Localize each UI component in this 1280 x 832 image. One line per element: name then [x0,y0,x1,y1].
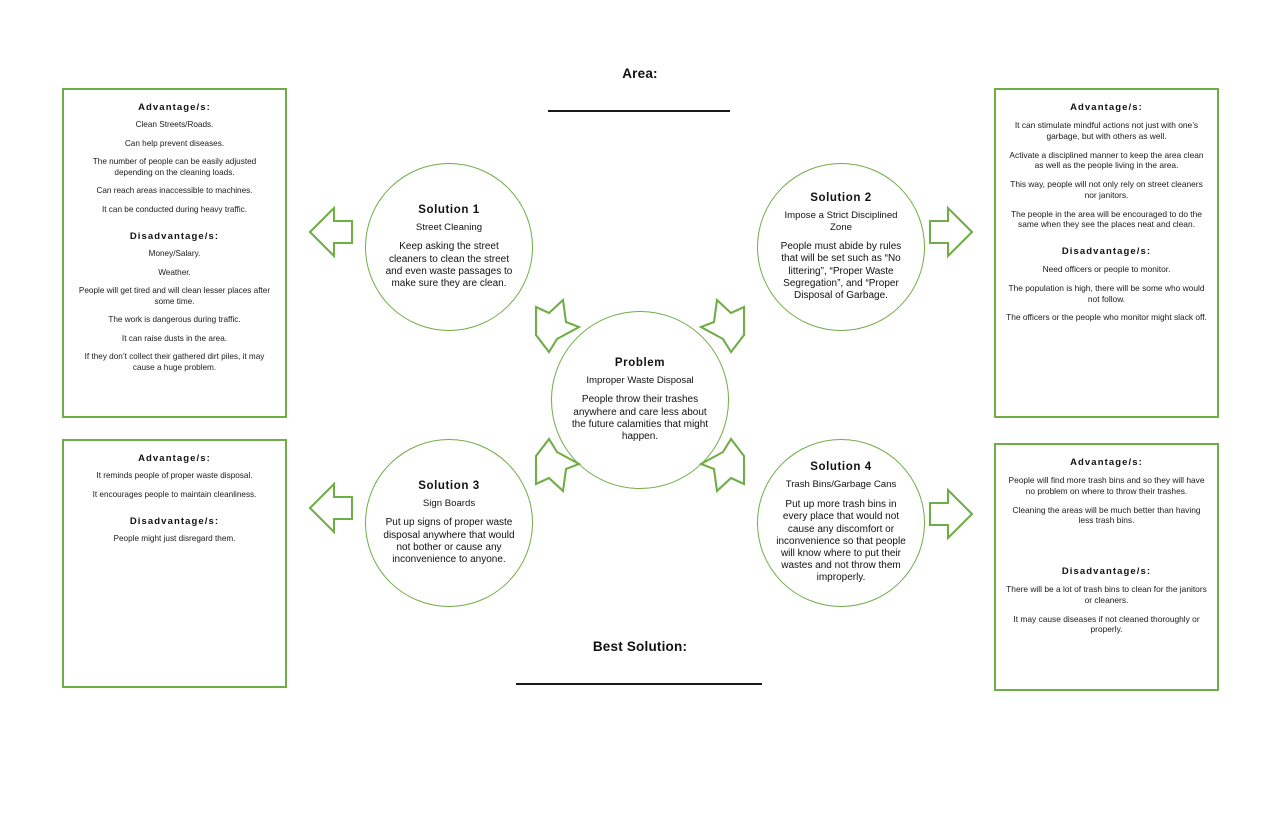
solution-2-subtitle: Impose a Strict Disciplined Zone [784,209,898,233]
disadvantages-heading: Disadvantage/s: [129,231,220,242]
solution-4-title: Solution 4 [810,461,872,474]
advantages-heading: Advantage/s: [138,102,211,113]
panel-solution-3-pros-cons[interactable]: Advantage/s: It reminds people of proper… [62,439,287,688]
advantage-item: Cleaning the areas will be much better t… [1012,504,1201,526]
disadvantage-item: Money/Salary. [148,249,201,258]
arrow-solution1-to-box1 [308,205,354,259]
panel-solution-1-pros-cons[interactable]: Advantage/s: Clean Streets/Roads. Can he… [62,88,287,418]
advantages-heading: Advantage/s: [138,453,211,464]
disadvantage-item: People might just disregard them. [113,534,236,543]
solution-4-subtitle: Trash Bins/Garbage Cans [785,479,897,491]
advantages-heading: Advantage/s: [1070,102,1143,113]
disadvantage-item: People will get tired and will clean les… [78,286,271,306]
advantage-item: It reminds people of proper waste dispos… [96,471,253,480]
disadvantage-item: It can raise dusts in the area. [121,333,228,343]
circle-solution-4[interactable]: Solution 4 Trash Bins/Garbage Cans Put u… [757,439,925,607]
advantage-item: It can be conducted during heavy traffic… [101,204,248,214]
advantages-heading: Advantage/s: [1070,457,1143,468]
disadvantage-item: Weather. [158,267,191,277]
advantage-item: Clean Streets/Roads. [135,120,214,129]
panel-solution-2-pros-cons[interactable]: Advantage/s: It can stimulate mindful ac… [994,88,1219,418]
advantage-item: It encourages people to maintain cleanli… [92,489,257,499]
circle-solution-3[interactable]: Solution 3 Sign Boards Put up signs of p… [365,439,533,607]
disadvantages-heading: Disadvantage/s: [1061,246,1152,257]
disadvantage-item: It may cause diseases if not cleaned tho… [1013,613,1200,635]
advantage-item: Activate a disciplined manner to keep th… [1009,149,1204,171]
area-blank-line[interactable] [548,110,730,112]
advantage-item: Can reach areas inaccessible to machines… [96,186,253,195]
disadvantages-heading: Disadvantage/s: [1061,566,1152,577]
advantage-item: The number of people can be easily adjus… [92,157,257,177]
solution-3-body: Put up signs of proper waste disposal an… [383,517,515,566]
disadvantage-item: The work is dangerous during traffic. [108,315,241,324]
panel-solution-4-pros-cons[interactable]: Advantage/s: People will find more trash… [994,443,1219,691]
solution-3-subtitle: Sign Boards [422,497,476,509]
problem-subtitle: Improper Waste Disposal [586,374,694,386]
disadvantage-item: There will be a lot of trash bins to cle… [1006,584,1207,605]
advantage-item: The people in the area will be encourage… [1011,208,1202,230]
circle-solution-1[interactable]: Solution 1 Street Cleaning Keep asking t… [365,163,533,331]
area-title: Area: [622,66,658,81]
disadvantage-item: The officers or the people who monitor m… [1006,312,1207,323]
disadvantages-heading: Disadvantage/s: [129,516,220,527]
disadvantage-item: Need officers or people to monitor. [1042,264,1171,274]
circle-problem[interactable]: Problem Improper Waste Disposal People t… [551,311,729,489]
advantage-item: People will find more trash bins and so … [1008,475,1205,496]
circle-solution-2[interactable]: Solution 2 Impose a Strict Disciplined Z… [757,163,925,331]
best-solution-blank-line[interactable] [516,683,762,685]
problem-title: Problem [614,356,666,369]
problem-body: People throw their trashes anywhere and … [571,394,709,443]
arrow-solution4-to-box4 [928,487,974,541]
arrow-solution2-to-box2 [928,205,974,259]
best-solution-title: Best Solution: [592,639,688,654]
solution-4-body: Put up more trash bins in every place th… [776,499,906,584]
disadvantage-item: The population is high, there will be so… [1008,282,1205,304]
solution-1-subtitle: Street Cleaning [415,221,483,233]
advantage-item: This way, people will not only rely on s… [1010,179,1203,200]
advantage-item: Can help prevent diseases. [124,138,225,148]
solution-1-title: Solution 1 [418,203,480,216]
disadvantage-item: If they don’t collect their gathered dir… [84,352,265,372]
solution-1-body: Keep asking the street cleaners to clean… [385,241,513,290]
solution-2-title: Solution 2 [810,191,872,204]
arrow-solution3-to-box3 [308,481,354,535]
solution-3-title: Solution 3 [418,479,480,492]
solution-2-body: People must abide by rules that will be … [780,241,902,301]
advantage-item: It can stimulate mindful actions not jus… [1014,120,1199,141]
